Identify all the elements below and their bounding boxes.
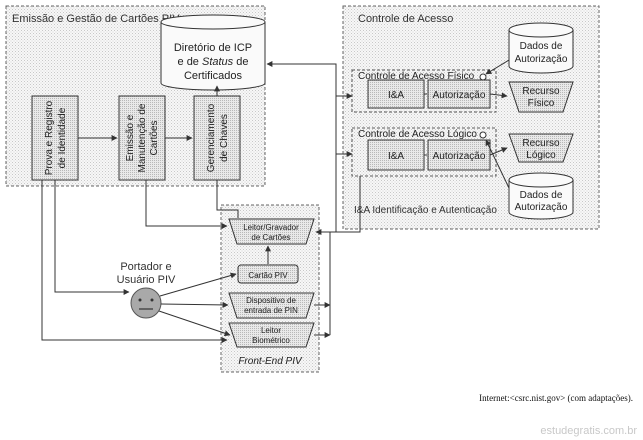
svg-text:Manutenção de: Manutenção de — [137, 103, 148, 172]
directory-line1: Diretório de ICP — [174, 42, 252, 54]
biometric-reader: Leitor Biométrico — [228, 322, 315, 348]
svg-text:de Cartões: de Cartões — [251, 233, 290, 242]
authorization-database-top: Dados de Autorização — [508, 22, 574, 74]
key-management-box: Gerenciamento de Chaves — [193, 95, 241, 181]
access-footer-legend: I&A Identificação e Autenticação — [354, 205, 497, 216]
svg-text:Leitor/Gravador: Leitor/Gravador — [243, 223, 299, 232]
directory-line2: e de Status de — [178, 56, 249, 68]
physical-resource: Recurso Físico — [508, 81, 574, 113]
piv-card: Cartão PIV — [237, 264, 299, 284]
svg-text:Dispositivo de: Dispositivo de — [246, 296, 296, 305]
authorization-database-bottom: Dados de Autorização — [508, 172, 574, 220]
svg-text:Controle de Acesso Lógico: Controle de Acesso Lógico — [358, 129, 477, 140]
svg-text:Controle de Acesso Físico: Controle de Acesso Físico — [358, 71, 475, 82]
svg-text:Dados de: Dados de — [520, 190, 563, 201]
svg-text:Biométrico: Biométrico — [252, 336, 290, 345]
access-title: Controle de Acesso — [358, 13, 453, 25]
cardholder-label-2: Usuário PIV — [117, 274, 176, 286]
svg-text:Emissão e: Emissão e — [125, 114, 136, 161]
svg-text:entrada de PIN: entrada de PIN — [244, 306, 298, 315]
physical-access-control: Controle de Acesso Físico I&A Autorizaçã… — [351, 69, 497, 113]
svg-text:I&A: I&A — [388, 90, 404, 101]
cardholder: Portador e Usuário PIV — [117, 261, 176, 319]
logical-resource: Recurso Lógico — [508, 133, 574, 163]
svg-text:Autorização: Autorização — [433, 90, 486, 101]
card-reader-writer: Leitor/Gravador de Cartões — [228, 218, 315, 245]
svg-text:Cartões: Cartões — [149, 120, 160, 155]
cardholder-face-icon — [130, 287, 162, 319]
directory-line3: Certificados — [184, 70, 243, 82]
svg-text:de Identidade: de Identidade — [57, 107, 68, 168]
svg-text:Cartão PIV: Cartão PIV — [248, 271, 288, 280]
identity-proofing-box: Prova e Registro de Identidade — [31, 95, 79, 181]
source-citation: Internet:<csrc.nist.gov> (com adaptações… — [479, 393, 633, 403]
svg-text:Gerenciamento: Gerenciamento — [206, 103, 217, 172]
svg-text:Autorização: Autorização — [515, 54, 568, 65]
svg-text:Físico: Físico — [528, 98, 555, 109]
watermark: estudegratis.com.br — [540, 425, 637, 437]
svg-text:Recurso: Recurso — [522, 86, 560, 97]
svg-text:Prova e Registro: Prova e Registro — [44, 100, 55, 175]
svg-text:Recurso: Recurso — [522, 138, 560, 149]
pki-directory-database: Diretório de ICP e de Status de Certific… — [160, 14, 266, 91]
logical-access-control: Controle de Acesso Lógico I&A Autorizaçã… — [351, 127, 497, 177]
card-maintenance-box: Emissão e Manutenção de Cartões — [118, 95, 166, 181]
pin-input-device: Dispositivo de entrada de PIN — [228, 292, 315, 319]
svg-text:I&A: I&A — [388, 151, 404, 162]
svg-text:Autorização: Autorização — [433, 151, 486, 162]
svg-text:Autorização: Autorização — [515, 202, 568, 213]
frontend-title: Front-End PIV — [238, 356, 303, 367]
svg-text:Dados de: Dados de — [520, 41, 563, 52]
cardholder-label-1: Portador e — [120, 261, 171, 273]
svg-text:Leitor: Leitor — [261, 326, 281, 335]
issuance-title: Emissão e Gestão de Cartões PIV — [12, 13, 180, 25]
svg-text:de Chaves: de Chaves — [219, 114, 230, 162]
svg-text:Lógico: Lógico — [526, 150, 556, 161]
connectors — [41, 59, 510, 343]
